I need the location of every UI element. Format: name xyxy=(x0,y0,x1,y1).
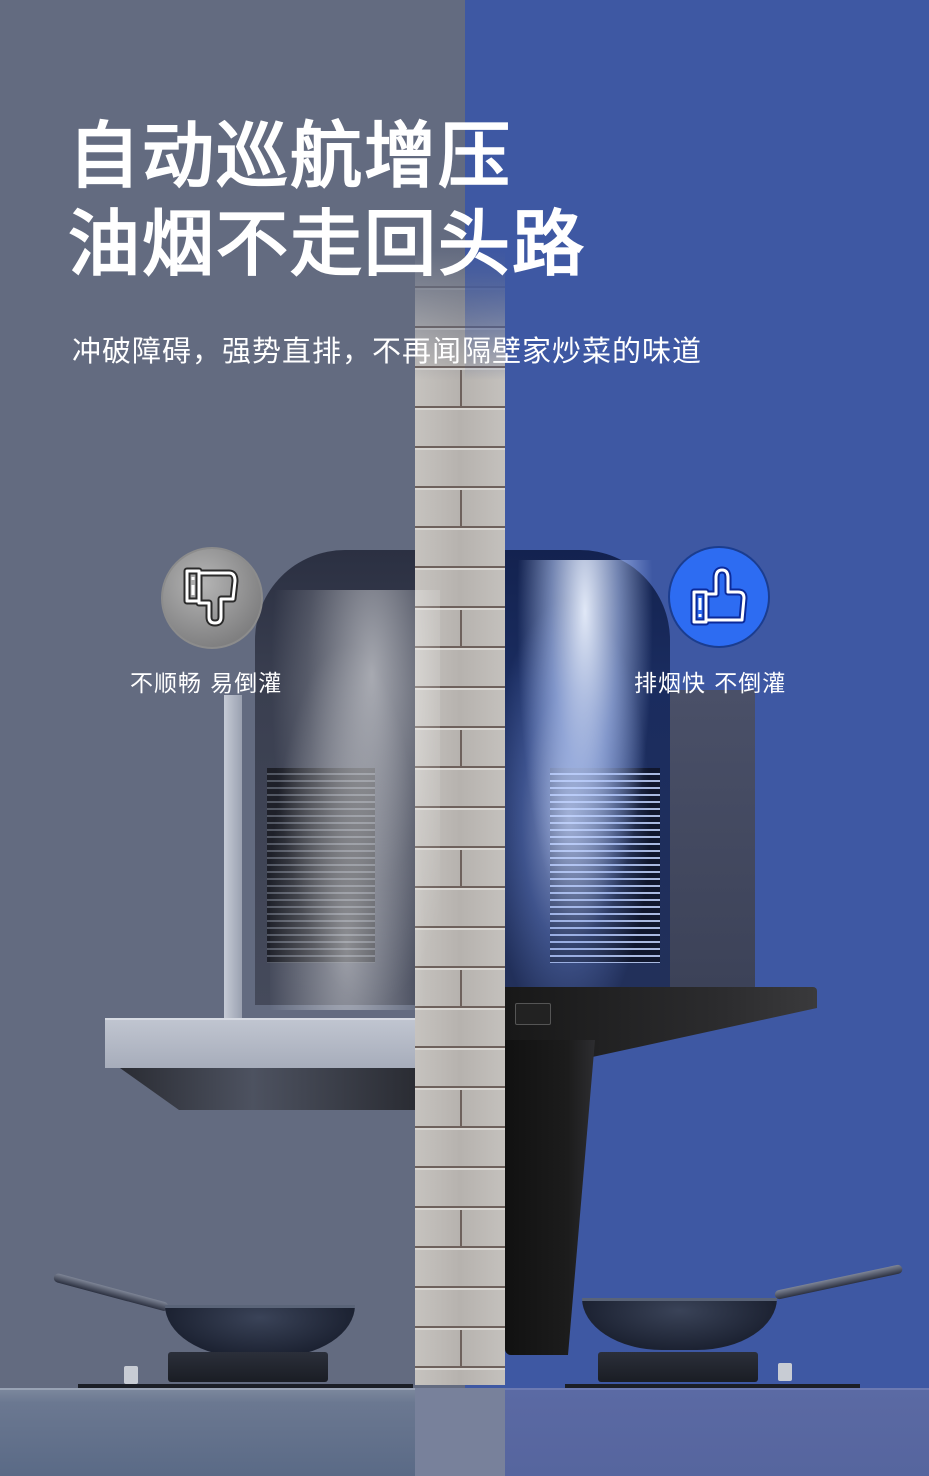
right-smoke-plume xyxy=(505,560,665,990)
left-cooktop xyxy=(78,1384,413,1389)
left-badge-label: 不顺畅 易倒灌 xyxy=(130,671,283,697)
right-stove-knob xyxy=(778,1363,792,1381)
right-cooktop xyxy=(565,1384,860,1389)
right-hood-side-panel xyxy=(670,690,755,990)
left-counter xyxy=(0,1388,415,1476)
right-badge-label: 排烟快 不倒灌 xyxy=(634,671,787,697)
subtitle: 冲破障碍，强势直排，不再闻隔壁家炒菜的味道 xyxy=(72,334,703,368)
left-stove-knob xyxy=(124,1366,138,1384)
thumbs-up-badge xyxy=(668,546,770,648)
left-burner xyxy=(168,1352,328,1382)
right-counter xyxy=(505,1388,929,1476)
thumbs-down-badge xyxy=(161,547,263,649)
left-smoke-plume xyxy=(270,590,440,1010)
right-burner xyxy=(598,1352,758,1382)
middle-counter xyxy=(415,1388,505,1476)
right-hood-control-button xyxy=(515,1003,551,1025)
thumbs-up-icon xyxy=(690,566,748,626)
left-hood-frame xyxy=(224,695,242,1020)
wall-fade-right xyxy=(465,250,505,380)
left-hood-underside xyxy=(120,1068,415,1110)
headline-line-2: 油烟不走回头路 xyxy=(68,202,587,286)
left-hood-base xyxy=(105,1018,415,1068)
headline: 自动巡航增压 油烟不走回头路 xyxy=(68,112,586,288)
headline-line-1: 自动巡航增压 xyxy=(68,114,513,198)
thumbs-down-icon xyxy=(183,567,239,627)
